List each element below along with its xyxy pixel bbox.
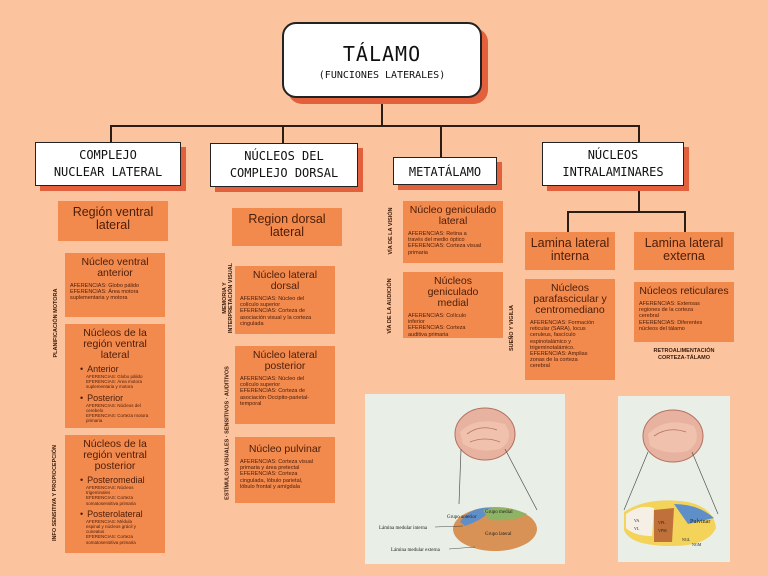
bullet-text: AFERENCIAS: Núcleos del cerebelo EFERENC…	[86, 402, 149, 424]
trunk-line	[381, 100, 383, 126]
card-heading: Núcleo geniculado lateral	[409, 204, 497, 227]
title-box: TÁLAMO (FUNCIONES LATERALES)	[282, 22, 482, 98]
fig2-label-vpm: VPM	[658, 528, 667, 533]
fig1-label-medial: Grupo medial	[485, 510, 513, 515]
vertical-label-planificacion: PLANIFICACIÓN MOTORA	[53, 288, 59, 358]
bullet-text: AFERENCIAS: Núcleos trigeminales EFERENC…	[86, 485, 136, 506]
thalamus-nuclei-illustration: Pulvinar VA VL VPL VPM NGL NGM	[623, 409, 719, 547]
fig2-label-va: VA	[634, 518, 639, 523]
card-ventral-posterior: Núcleos de la región ventral posterior P…	[65, 435, 165, 553]
brain-illustration: Grupo anterior Grupo medial Lámina medul…	[379, 407, 538, 553]
card-heading: Núcleos de la región ventral lateral	[83, 327, 147, 361]
feedback-label: RETROALIMENTACIÓN CORTEZA-TÁLAMO	[653, 348, 715, 361]
fig2-label-ngl: NGL	[682, 537, 691, 542]
drop-line-2	[282, 125, 284, 143]
card-text: AFERENCIAS: Extensas regiones de la cort…	[639, 301, 703, 332]
bullet-posteromedial: Posteromedial	[70, 475, 160, 485]
fig1-label-anterior: Grupo anterior	[447, 515, 477, 520]
lamina-trunk	[638, 188, 640, 212]
fig2-label-vl: VL	[634, 526, 640, 531]
card-lateral-posterior: Núcleo lateral posterior AFERENCIAS: Núc…	[235, 346, 335, 424]
fig2-label-vpl: VPL	[658, 520, 666, 525]
lamina-drop-1	[567, 211, 569, 233]
vertical-label-audicion: VÍA DE LA AUDICIÓN	[387, 278, 393, 334]
thalamus-figure-right: Pulvinar VA VL VPL VPM NGL NGM	[618, 396, 730, 562]
title-main: TÁLAMO	[342, 42, 422, 66]
card-text: AFERENCIAS: Núcleo del colículo superior…	[240, 376, 310, 407]
fig1-label-lamina-externa: Lámina medular externa	[391, 548, 441, 553]
bullet-text: AFERENCIAS: Globo pálido EFERENCIAS: Áre…	[86, 374, 143, 390]
card-text: AFERENCIAS: Formación reticular (SARA), …	[530, 320, 595, 370]
card-text: AFERENCIAS: Núcleo del colículo superior…	[240, 296, 312, 327]
card-text: AFERENCIAS: Retina a través del medio óp…	[408, 231, 482, 256]
bullet-anterior: Anterior	[70, 364, 160, 374]
fig1-label-lamina-interna: Lámina medular interna	[379, 526, 428, 531]
card-lateral-dorsal: Núcleo lateral dorsal AFERENCIAS: Núcleo…	[235, 266, 335, 334]
lamina-bar	[567, 211, 685, 213]
card-geniculado-medial: Núcleos geniculado medial AFERENCIAS: Co…	[403, 272, 503, 338]
card-reticulares: Núcleos reticulares AFERENCIAS: Extensas…	[634, 282, 734, 342]
region-ventral-lateral: Región ventral lateral	[58, 201, 168, 241]
vertical-label-memoria-visual: MEMORIA Y INTERPRETACIÓN VISUAL	[222, 262, 234, 334]
card-text: AFERENCIAS: Colículo inferior EFERENCIAS…	[408, 313, 467, 338]
card-heading: Núcleo pulvinar	[248, 443, 322, 455]
branch-metatalamo: METATÁLAMO	[393, 157, 497, 185]
branch-complejo-nuclear-lateral: COMPLEJO NUCLEAR LATERAL	[35, 142, 181, 186]
card-pulvinar: Núcleo pulvinar AFERENCIAS: Corteza visu…	[235, 437, 335, 503]
title-sub: (FUNCIONES LATERALES)	[318, 70, 446, 81]
card-text: AFERENCIAS: Corteza visual primaria y ár…	[240, 459, 314, 490]
card-heading: Núcleo lateral dorsal	[252, 269, 318, 292]
card-ventral-anterior: Núcleo ventral anterior AFERENCIAS: Glob…	[65, 253, 165, 317]
thalamus-figure-left: Grupo anterior Grupo medial Lámina medul…	[365, 394, 565, 564]
vertical-label-sueno: SUEÑO Y VIGILIA	[509, 305, 515, 351]
card-heading: Núcleo lateral posterior	[252, 349, 318, 372]
region-dorsal-lateral: Region dorsal lateral	[232, 208, 342, 246]
card-heading: Núcleos geniculado medial	[427, 275, 479, 309]
bullet-posterior: Posterior	[70, 393, 160, 403]
branch-intralaminares: NÚCLEOS INTRALAMINARES	[542, 142, 684, 186]
horizontal-bar	[110, 125, 640, 127]
fig1-label-lateral: Grupo lateral	[485, 532, 512, 537]
bullet-text: AFERENCIAS: Médula espinal y núcleos grá…	[86, 518, 137, 545]
fig2-label-ngm: NGM	[692, 542, 702, 547]
fig2-label-pulvinar: Pulvinar	[690, 519, 710, 525]
card-parafascicular: Núcleos parafascicular y centromediano A…	[525, 279, 615, 380]
card-ventral-lateral: Núcleos de la región ventral lateral Ant…	[65, 324, 165, 428]
vertical-label-vision: VÍA DE LA VISIÓN	[388, 207, 394, 255]
card-geniculado-lateral: Núcleo geniculado lateral AFERENCIAS: Re…	[403, 201, 503, 263]
card-heading: Núcleos de la región ventral posterior	[83, 438, 147, 472]
branch-complejo-dorsal: NÚCLEOS DEL COMPLEJO DORSAL	[210, 143, 358, 187]
card-heading: Núcleos parafascicular y centromediano	[533, 282, 607, 316]
bullet-posterolateral: Posterolateral	[70, 509, 160, 519]
lamina-interna: Lamina lateral interna	[525, 232, 615, 270]
drop-line-4	[638, 125, 640, 143]
card-heading: Núcleo ventral anterior	[81, 256, 149, 279]
card-heading: Núcleos reticulares	[639, 285, 729, 297]
card-text: AFERENCIAS: Globo pálido EFERENCIAS: Áre…	[70, 283, 140, 302]
vertical-label-estimulos: ESTÍMULOS VISUALES · SENSITIVOS · AUDITI…	[224, 366, 231, 500]
lamina-externa: Lamina lateral externa	[634, 232, 734, 270]
lamina-drop-2	[684, 211, 686, 233]
drop-line-1	[110, 125, 112, 143]
drop-line-3	[440, 125, 442, 157]
vertical-label-propiocepcion: INFO SENSITIVA Y PROPIOCEPCIÓN	[52, 444, 58, 542]
